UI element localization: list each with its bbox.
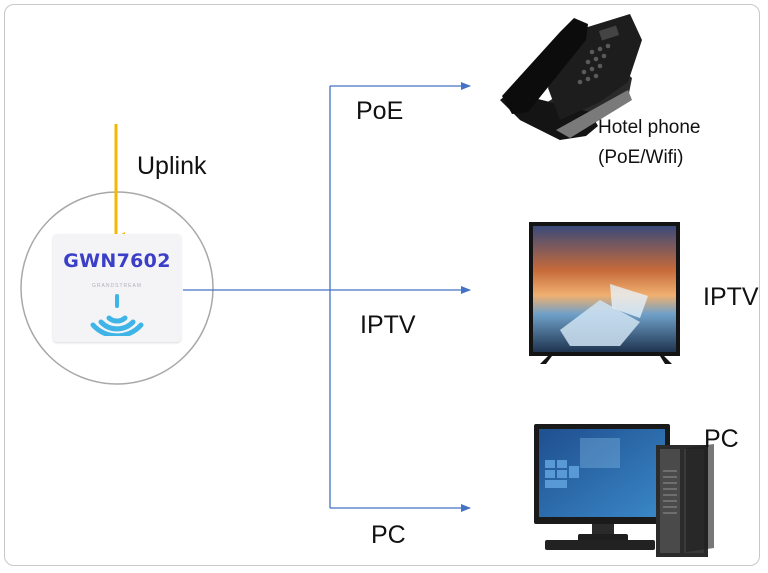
tv-icon (529, 222, 680, 364)
access-point-device: GWN7602 GRANDSTREAM (53, 234, 181, 342)
device-brand-label: GRANDSTREAM (92, 283, 142, 289)
pc-link-label: PC (371, 521, 406, 549)
device-model-label: GWN7602 (63, 250, 171, 272)
hotel-phone-line1: Hotel phone (598, 117, 701, 138)
pc-device-label: PC (704, 425, 739, 453)
iptv-device-label: IPTV (703, 283, 759, 311)
desk-phone-icon (500, 14, 642, 140)
hotel-phone-label: Hotel phone (PoE/Wifi) (598, 113, 700, 173)
wifi-icon (90, 294, 144, 336)
uplink-label: Uplink (137, 152, 207, 180)
iptv-link-label: IPTV (360, 311, 416, 339)
poe-link-label: PoE (356, 97, 404, 125)
hotel-phone-line2: (PoE/Wifi) (598, 147, 684, 168)
link-lines (183, 82, 471, 512)
desktop-pc-icon (534, 424, 714, 557)
